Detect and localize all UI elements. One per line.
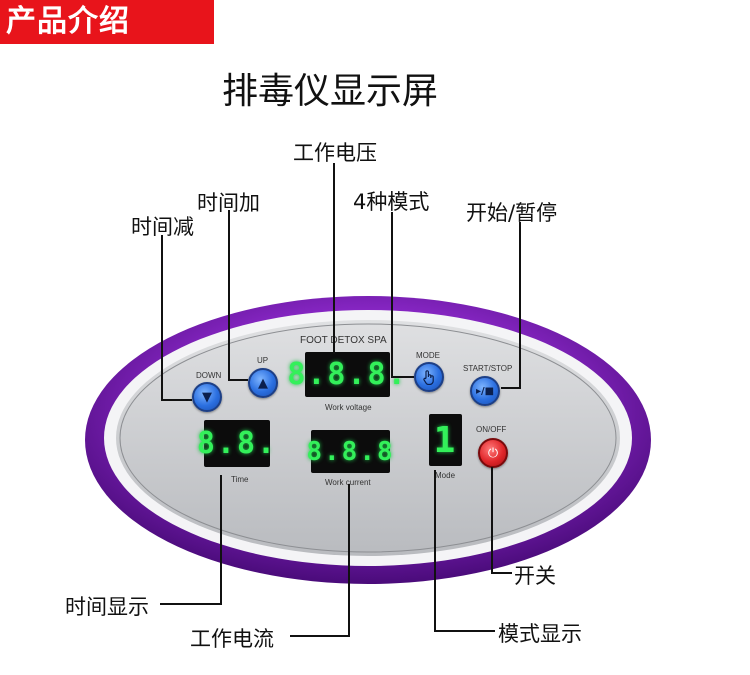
- start-stop-button[interactable]: ▸/■: [470, 376, 500, 406]
- mode-display: 1: [429, 414, 462, 466]
- down-label: DOWN: [196, 371, 222, 380]
- voltage-display: 8.8.8.: [287, 352, 406, 397]
- brand-label: FOOT DETOX SPA: [300, 335, 387, 346]
- face-border: [119, 323, 617, 553]
- callout-voltage: 工作电压: [293, 141, 377, 165]
- time-up-button[interactable]: ▲: [248, 368, 278, 398]
- callout-time-down: 时间减: [131, 215, 194, 239]
- time-down-button[interactable]: ▼: [192, 382, 222, 412]
- mode-caption: Mode: [435, 471, 456, 480]
- power-icon: ⏻: [487, 445, 499, 461]
- play-pause-icon: ▸/■: [475, 385, 495, 397]
- onoff-label: ON/OFF: [476, 425, 507, 434]
- triangle-down-icon: ▼: [202, 389, 212, 405]
- mode-button[interactable]: [414, 362, 444, 392]
- triangle-up-icon: ▲: [258, 375, 268, 391]
- startstop-label: START/STOP: [463, 364, 513, 373]
- power-button[interactable]: ⏻: [478, 438, 508, 468]
- callout-time-up: 时间加: [197, 191, 260, 215]
- up-label: UP: [257, 356, 269, 365]
- voltage-caption: Work voltage: [325, 403, 372, 412]
- callout-mode-display: 模式显示: [498, 622, 582, 646]
- hand-icon: [423, 370, 434, 385]
- callout-time-display: 时间显示: [65, 595, 149, 619]
- current-caption: Work current: [325, 478, 371, 487]
- callout-power: 开关: [514, 564, 556, 588]
- callout-start-pause: 开始/暂停: [466, 201, 558, 225]
- mode-label: MODE: [416, 351, 440, 360]
- time-display: 8.8.: [197, 420, 275, 467]
- time-caption: Time: [231, 475, 249, 484]
- callout-modes: 4种模式: [353, 190, 430, 214]
- page-title: 排毒仪显示屏: [221, 71, 438, 112]
- current-display: 8.8.8: [306, 430, 393, 473]
- section-tag: 产品介绍: [0, 0, 214, 44]
- callout-current: 工作电流: [190, 627, 274, 651]
